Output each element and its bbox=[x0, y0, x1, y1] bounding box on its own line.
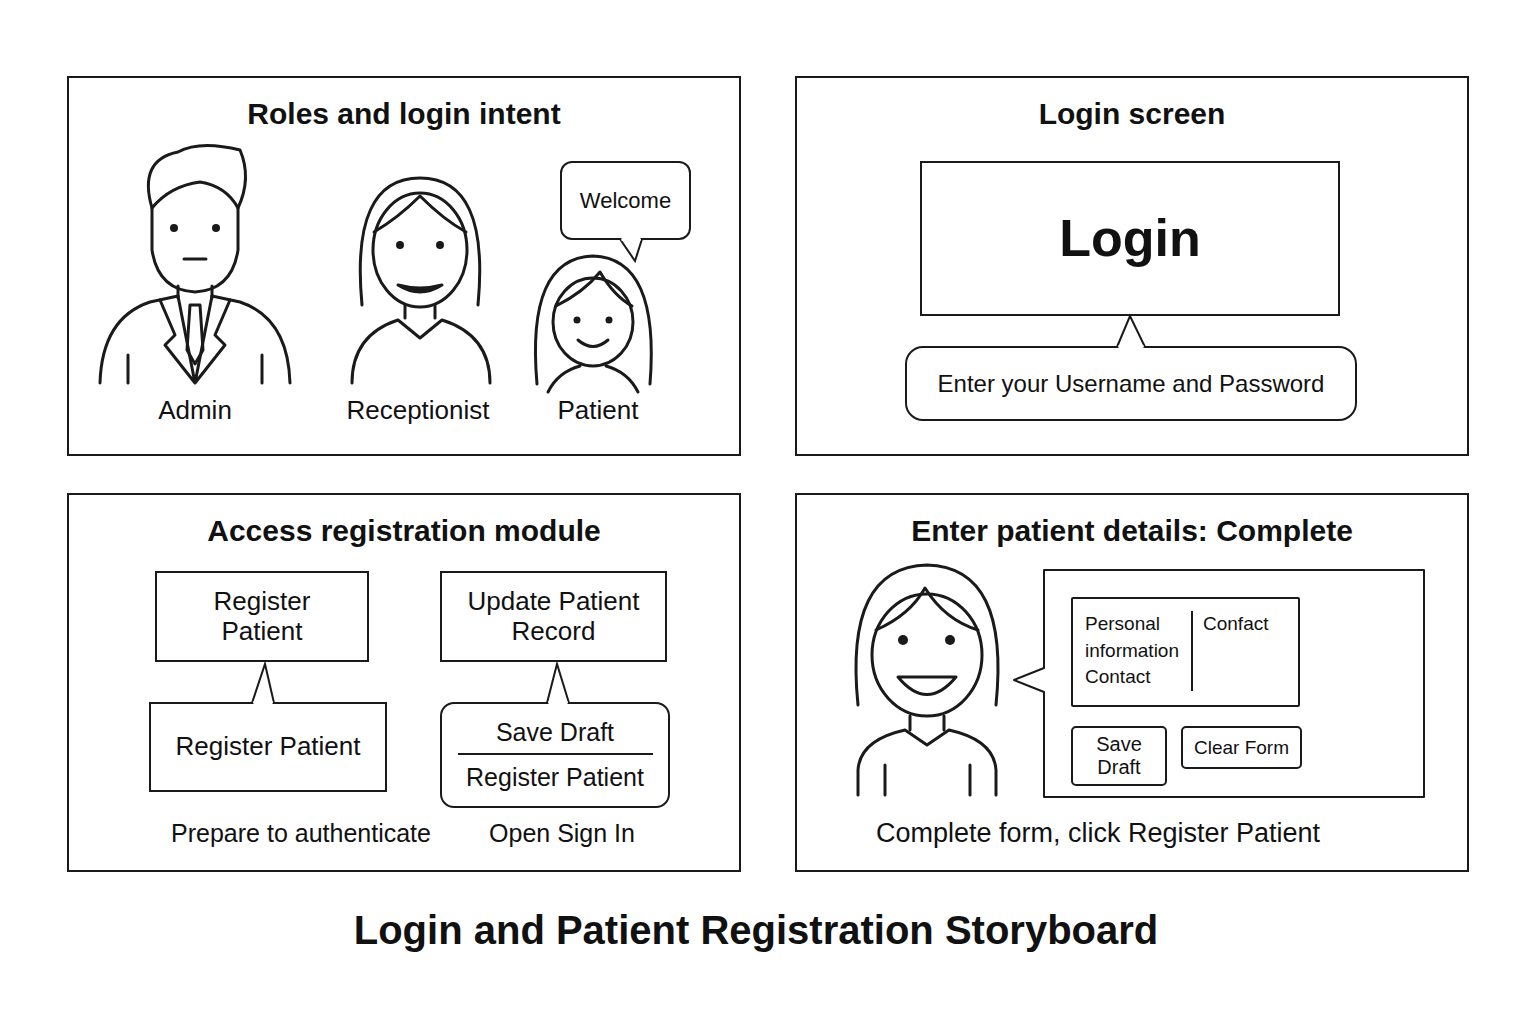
storyboard-title: Login and Patient Registration Storyboar… bbox=[354, 908, 1159, 952]
storyboard-panel: Access registration moduleRegister Patie… bbox=[67, 493, 741, 872]
receptionist-neck bbox=[405, 305, 435, 318]
panel-heading: Access registration module bbox=[69, 495, 739, 549]
menu-option-box: Register Patient bbox=[155, 571, 369, 662]
callout-tail-gap bbox=[622, 237, 641, 241]
bubble-text: Register Patient bbox=[176, 732, 361, 762]
receptionist-fringe bbox=[374, 196, 466, 232]
patient-eye bbox=[606, 317, 613, 324]
bubble-text: Save Draft bbox=[496, 718, 614, 747]
receptionist-body bbox=[352, 320, 490, 383]
admin-eye bbox=[170, 224, 178, 232]
menu-option-box: Update Patient Record bbox=[440, 571, 667, 662]
role-label: Admin bbox=[158, 395, 232, 425]
storyboard-panel: Enter patient details: CompletePersonal … bbox=[795, 493, 1469, 872]
woman-face bbox=[872, 594, 982, 716]
form-field-text: Confact bbox=[1193, 611, 1268, 638]
speech-bubble: Save DraftRegister Patient bbox=[440, 702, 670, 808]
menu-option-text: Update Patient Record bbox=[454, 587, 654, 647]
patient-eye bbox=[574, 317, 581, 324]
panel-heading: Enter patient details: Complete bbox=[797, 495, 1467, 549]
woman-smile bbox=[898, 677, 956, 695]
button-text: Clear Form bbox=[1194, 737, 1289, 759]
admin-mouth bbox=[184, 258, 206, 261]
woman-eye bbox=[945, 635, 955, 645]
role-label: Receptionist bbox=[346, 395, 489, 425]
admin-lapel bbox=[160, 296, 230, 383]
form-button: Clear Form bbox=[1181, 726, 1302, 769]
login-title: Login bbox=[1059, 209, 1201, 269]
panel-heading: Login screen bbox=[797, 78, 1467, 132]
step-note: Prepare to authenticate bbox=[171, 819, 431, 847]
admin-arm bbox=[128, 355, 262, 383]
callout-tail-outline bbox=[547, 664, 569, 703]
receptionist-eye bbox=[436, 241, 444, 249]
form-box: Personal information ContactConfact bbox=[1071, 597, 1300, 707]
menu-option-text: Register Patient bbox=[182, 587, 342, 647]
receptionist-eye bbox=[396, 241, 404, 249]
role-label: Patient bbox=[558, 395, 639, 425]
speech-bubble: Welcome bbox=[560, 161, 691, 240]
callout-tail-outline bbox=[1117, 316, 1145, 347]
admin-face bbox=[152, 208, 238, 292]
callout-tail-outline bbox=[620, 239, 642, 261]
admin-hair bbox=[148, 145, 245, 208]
login-box: Login bbox=[920, 161, 1340, 316]
woman-fringe bbox=[876, 588, 978, 630]
woman-body bbox=[858, 730, 996, 795]
woman-arm bbox=[885, 765, 970, 795]
form-speech-bubble bbox=[1014, 570, 1424, 797]
admin-neck bbox=[178, 286, 212, 298]
step-note: Complete form, click Register Patient bbox=[876, 818, 1320, 848]
patient-face bbox=[553, 278, 633, 366]
button-text: Save Draft bbox=[1084, 733, 1154, 779]
speech-bubble: Enter your Username and Password bbox=[905, 346, 1357, 421]
patient-smile bbox=[578, 340, 608, 347]
bubble-text: Enter your Username and Password bbox=[938, 370, 1325, 398]
receptionist-smile bbox=[398, 285, 442, 292]
form-field-text: Personal information Contact bbox=[1085, 611, 1193, 691]
callout-tail-gap bbox=[254, 701, 273, 705]
admin-tie bbox=[187, 305, 203, 364]
callout-tail-gap bbox=[1119, 345, 1144, 349]
panel-heading: Roles and login intent bbox=[69, 78, 739, 132]
admin-eye bbox=[212, 224, 220, 232]
form-button: Save Draft bbox=[1071, 726, 1167, 786]
callout-tail bbox=[440, 702, 670, 808]
receptionist-hair bbox=[360, 178, 480, 305]
receptionist-face bbox=[373, 193, 467, 307]
admin-body bbox=[100, 296, 290, 383]
callout-tail-outline bbox=[252, 664, 274, 703]
callout-tail-gap bbox=[549, 701, 568, 705]
storyboard-panel: Login screenLoginEnter your Username and… bbox=[795, 76, 1469, 456]
woman-eye bbox=[898, 635, 908, 645]
patient-fringe bbox=[556, 272, 632, 306]
step-note: Open Sign In bbox=[489, 819, 635, 847]
woman-neck bbox=[910, 716, 944, 730]
bubble-text: Welcome bbox=[580, 188, 671, 213]
patient-body bbox=[548, 366, 638, 392]
patient-hair bbox=[535, 256, 651, 384]
speech-bubble: Register Patient bbox=[149, 702, 387, 792]
bubble-text: Register Patient bbox=[458, 753, 653, 792]
